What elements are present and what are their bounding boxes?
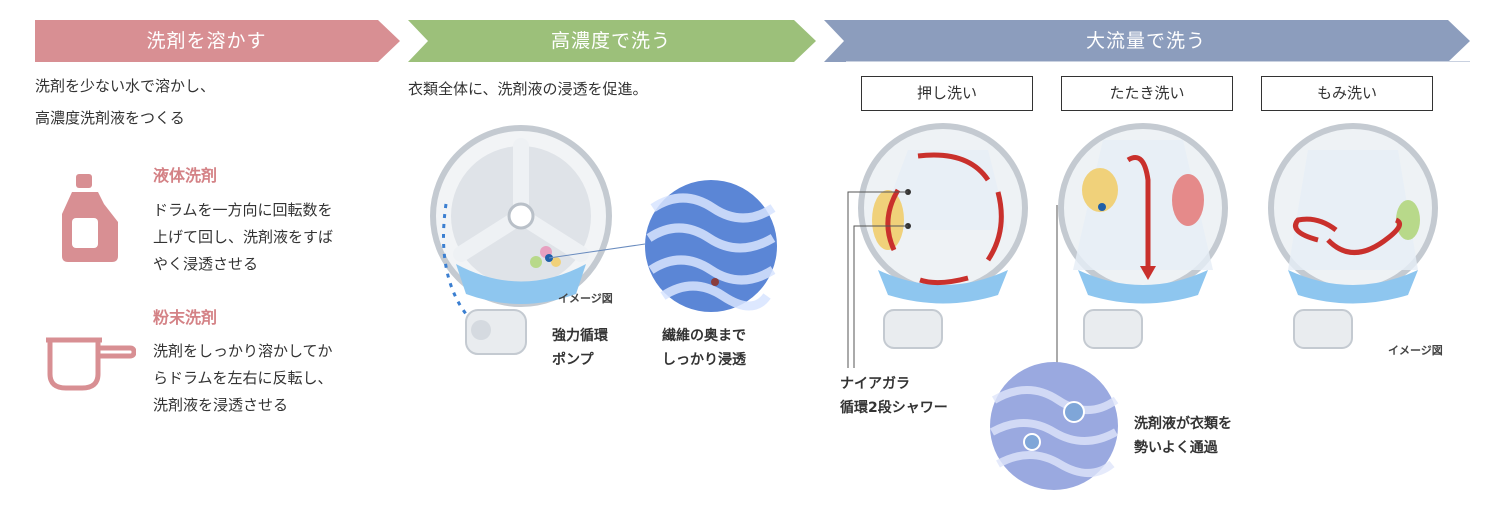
concentrate-image-label: イメージ図 — [558, 292, 613, 305]
shower-leader-lines — [847, 191, 908, 368]
fabric-zoom-circle — [990, 362, 1119, 490]
label-line: ポンプ — [552, 352, 594, 368]
powder-scoop-icon — [46, 337, 136, 391]
pump-label: 強力循環 ポンプ — [552, 324, 608, 372]
lead-line: 高濃度洗剤液をつくる — [35, 109, 185, 127]
label-line: 強力循環 — [552, 328, 608, 344]
desc-line: 洗剤をしっかり溶かしてか — [153, 342, 333, 360]
powder-desc: 洗剤をしっかり溶かしてか らドラムを左右に反転し、 洗剤液を浸透させる — [153, 338, 333, 419]
lead-line: 洗剤を少ない水で溶かし、 — [35, 77, 216, 95]
banner-shape — [408, 20, 816, 62]
desc-line: 洗剤液を浸透させる — [153, 396, 289, 414]
liquid-detergent-bottle-icon — [62, 174, 118, 262]
penetrate-label: 洗剤液が衣類を 勢いよく通過 — [1134, 412, 1232, 460]
fiber-zoom-circle — [645, 180, 777, 312]
liquid-desc: ドラムを一方向に回転数を 上げて回し、洗剤液をすば やく浸透させる — [153, 197, 333, 278]
penetrate-leader-line — [1056, 205, 1058, 363]
fiber-label: 繊維の奥まで しっかり浸透 — [662, 324, 746, 372]
label-line: 循環2段シャワー — [840, 400, 948, 416]
banner-shape — [824, 20, 1470, 62]
banner-concentrate: 高濃度で洗う — [408, 20, 816, 62]
banner-underline — [846, 61, 1470, 62]
desc-line: 上げて回し、洗剤液をすば — [153, 228, 334, 246]
banner-flow: 大流量で洗う — [824, 20, 1470, 62]
flow-image-label: イメージ図 — [1388, 344, 1443, 357]
mode-box-push: 押し洗い — [861, 76, 1033, 111]
banner-title: 高濃度で洗う — [550, 30, 671, 52]
label-line: しっかり浸透 — [662, 352, 746, 368]
mode-box-beat: たたき洗い — [1061, 76, 1233, 111]
drum-push-wash — [858, 123, 1028, 349]
desc-line: やく浸透させる — [153, 255, 259, 273]
label-line: 繊維の奥まで — [662, 328, 746, 344]
drum-knead-wash — [1268, 123, 1438, 349]
washer-drum-illustration — [430, 125, 612, 355]
dissolve-lead: 洗剤を少ない水で溶かし、 高濃度洗剤液をつくる — [35, 70, 215, 134]
mode-box-knead: もみ洗い — [1261, 76, 1433, 111]
shower-label: ナイアガラ 循環2段シャワー — [840, 372, 948, 420]
banner-dissolve: 洗剤を溶かす — [35, 20, 400, 62]
desc-line: ドラムを一方向に回転数を — [153, 201, 333, 219]
label-line: ナイアガラ — [840, 376, 910, 392]
liquid-heading: 液体洗剤 — [153, 166, 218, 185]
label-line: 勢いよく通過 — [1134, 440, 1218, 456]
concentrate-lead: 衣類全体に、洗剤液の浸透を促進。 — [408, 80, 648, 98]
powder-heading: 粉末洗剤 — [153, 308, 218, 327]
desc-line: らドラムを左右に反転し、 — [153, 369, 333, 387]
banner-title: 洗剤を溶かす — [146, 30, 267, 52]
banner-title: 大流量で洗う — [1085, 30, 1206, 52]
leader-line — [545, 243, 646, 262]
label-line: 洗剤液が衣類を — [1134, 416, 1232, 432]
drum-beat-wash — [1058, 123, 1228, 349]
banner-shape — [35, 20, 400, 62]
